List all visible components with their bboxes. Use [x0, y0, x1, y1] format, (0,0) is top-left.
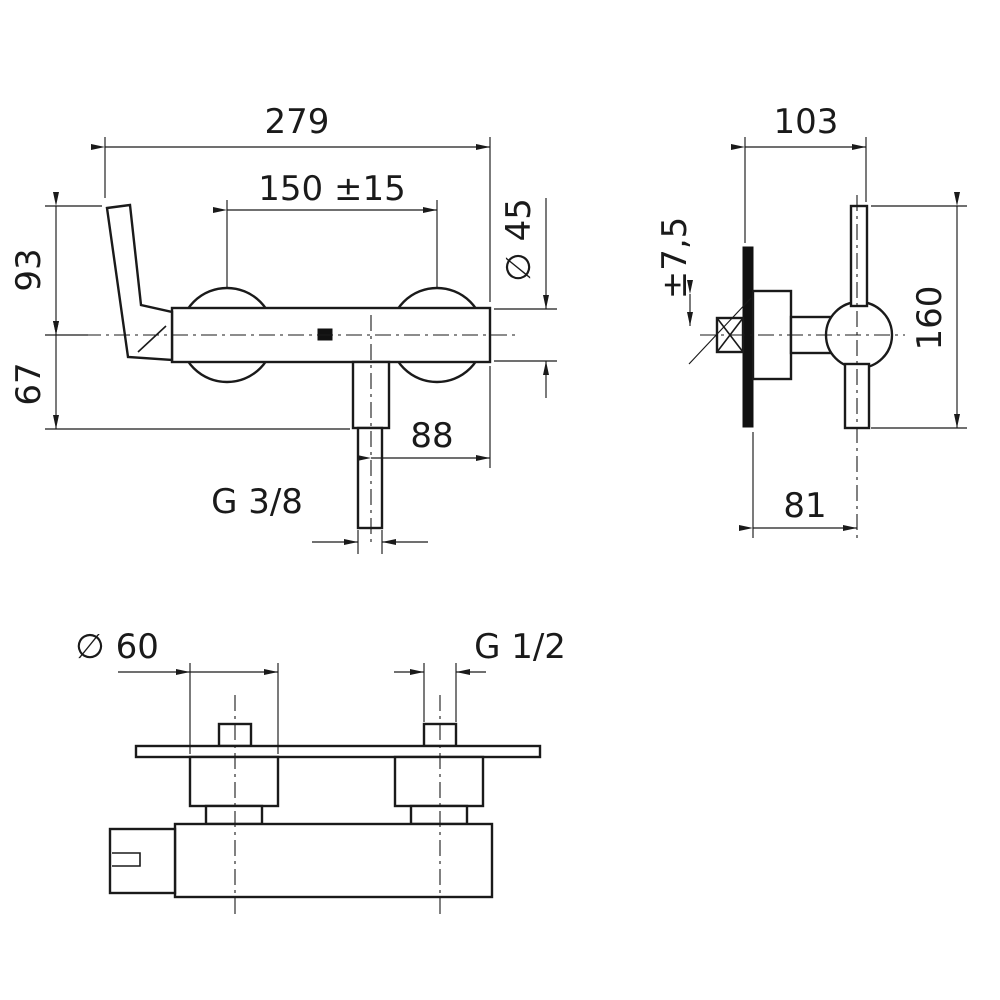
front-view-dimensions: 279 150 ±15 ∅ 45 93 67 88 [9, 102, 557, 554]
dim-wall-tolerance-label: ±7,5 [655, 217, 695, 300]
dim-projection-label: 81 [783, 486, 826, 526]
plan-view-centerlines [234, 695, 441, 915]
dim-depth-label: 103 [774, 102, 839, 142]
dim-height-below-center-label: 67 [9, 362, 49, 405]
dim-connection-spacing-label: 150 ±15 [258, 169, 405, 209]
front-view-centerlines [85, 315, 516, 545]
mounting-plate [134, 744, 542, 759]
outlet-pipe [356, 426, 384, 530]
lever-handle [105, 203, 174, 362]
side-view: 103 ±7,5 160 81 [655, 102, 967, 540]
plan-left-connector [204, 804, 264, 826]
lever-joint-line [137, 325, 167, 353]
dim-supply-thread-label: G 1/2 [474, 627, 566, 667]
plan-left-escutcheon [188, 755, 280, 808]
side-lever-handle [849, 204, 869, 308]
dim-height-above-center-label: 93 [9, 248, 49, 291]
plan-right-escutcheon [393, 755, 485, 808]
front-view: 279 150 ±15 ∅ 45 93 67 88 [9, 102, 557, 554]
handle-cap-notch [112, 852, 141, 867]
dim-body-diameter-label: ∅ 45 [499, 198, 539, 282]
side-view-dimensions: 103 ±7,5 160 81 [655, 102, 967, 538]
plan-mixer-body [173, 822, 494, 899]
plan-right-connector [409, 804, 469, 826]
plan-view-outline [108, 722, 542, 899]
plan-view-dimensions: ∅ 60 G 1/2 [75, 627, 566, 754]
side-view-centerlines [700, 195, 905, 540]
wall-plate [742, 246, 754, 428]
front-view-outline [105, 203, 492, 530]
wall-hatch-line [688, 297, 752, 365]
dim-overall-height-label: 160 [910, 286, 950, 351]
side-view-outline [688, 204, 894, 430]
dim-escutcheon-diameter-label: ∅ 60 [75, 627, 159, 667]
dim-outlet-thread-label: G 3/8 [211, 482, 303, 522]
plan-view: ∅ 60 G 1/2 [75, 627, 566, 915]
dim-outlet-offset-label: 88 [410, 416, 453, 456]
plan-handle-cap [108, 827, 177, 895]
dim-overall-width-label: 279 [265, 102, 330, 142]
